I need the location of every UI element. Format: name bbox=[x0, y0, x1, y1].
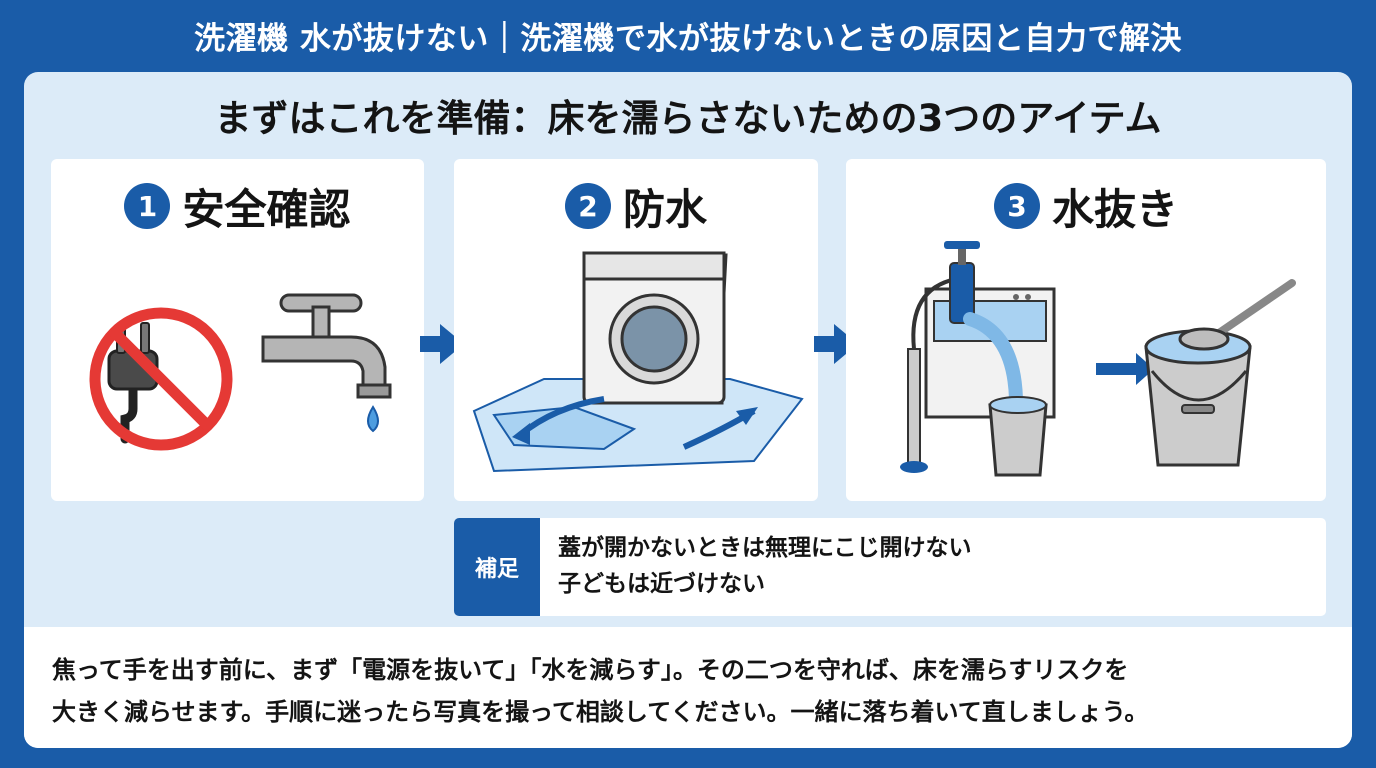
footer-line: 大きく減らせます。手順に迷ったら写真を撮って相談してください。一緒に落ち着いて直… bbox=[52, 698, 1149, 726]
step-2-header: 2 防水 bbox=[454, 177, 818, 235]
note-line: 子どもは近づけない bbox=[558, 571, 765, 597]
main-panel: まずはこれを準備：床を濡らさないための3つのアイテム 1 安全確認 bbox=[24, 72, 1352, 748]
faucet-icon bbox=[261, 293, 392, 433]
footer-message: 焦って手を出す前に、まず「電源を抜いて」「水を減らす」。その二つを守れば、床を濡… bbox=[24, 627, 1352, 748]
supplement-note: 補足 蓋が開かないときは無理にこじ開けない 子どもは近づけない bbox=[454, 518, 1326, 616]
step-3-number-badge: 3 bbox=[993, 183, 1040, 229]
step-card-3: 3 水抜き bbox=[846, 159, 1326, 501]
step-2-illustration bbox=[472, 251, 804, 473]
step-1-illustration bbox=[89, 293, 392, 451]
note-line: 蓋が開かないときは無理にこじ開けない bbox=[558, 535, 972, 561]
header-title: 洗濯機 水が抜けない｜洗濯機で水が抜けないときの原因と自力で解決 bbox=[194, 20, 1182, 57]
step-2-number-badge: 2 bbox=[564, 183, 611, 229]
footer-text: 焦って手を出す前に、まず「電源を抜いて」「水を減らす」。その二つを守れば、床を濡… bbox=[52, 649, 1342, 733]
page-header: 洗濯機 水が抜けない｜洗濯機で水が抜けないときの原因と自力で解決 bbox=[0, 0, 1376, 70]
step-3-title: 水抜き bbox=[1051, 184, 1178, 234]
no-plug-icon bbox=[89, 307, 233, 451]
arrow-right-icon bbox=[420, 324, 464, 364]
step-3-illustration bbox=[900, 241, 1296, 477]
note-label: 補足 bbox=[454, 518, 540, 616]
step-1-header: 1 安全確認 bbox=[51, 177, 424, 235]
panel-title: まずはこれを準備：床を濡らさないための3つのアイテム bbox=[214, 97, 1162, 140]
step-card-1: 1 安全確認 bbox=[51, 159, 424, 501]
step-1-title: 安全確認 bbox=[182, 184, 351, 234]
step-1-number-badge: 1 bbox=[124, 183, 171, 229]
step-3-header: 3 水抜き bbox=[846, 177, 1326, 235]
bucket-ladle-icon bbox=[1096, 279, 1296, 467]
step-2-title: 防水 bbox=[622, 184, 707, 234]
washing-machine-on-mat-icon bbox=[472, 251, 804, 473]
step-card-2: 2 防水 bbox=[454, 159, 818, 501]
note-lines: 蓋が開かないときは無理にこじ開けない 子どもは近づけない bbox=[558, 530, 972, 602]
arrow-right-icon bbox=[814, 324, 858, 364]
footer-line: 焦って手を出す前に、まず「電源を抜いて」「水を減らす」。その二つを守れば、床を濡… bbox=[52, 656, 1129, 684]
pump-bucket-icon bbox=[900, 241, 1056, 477]
